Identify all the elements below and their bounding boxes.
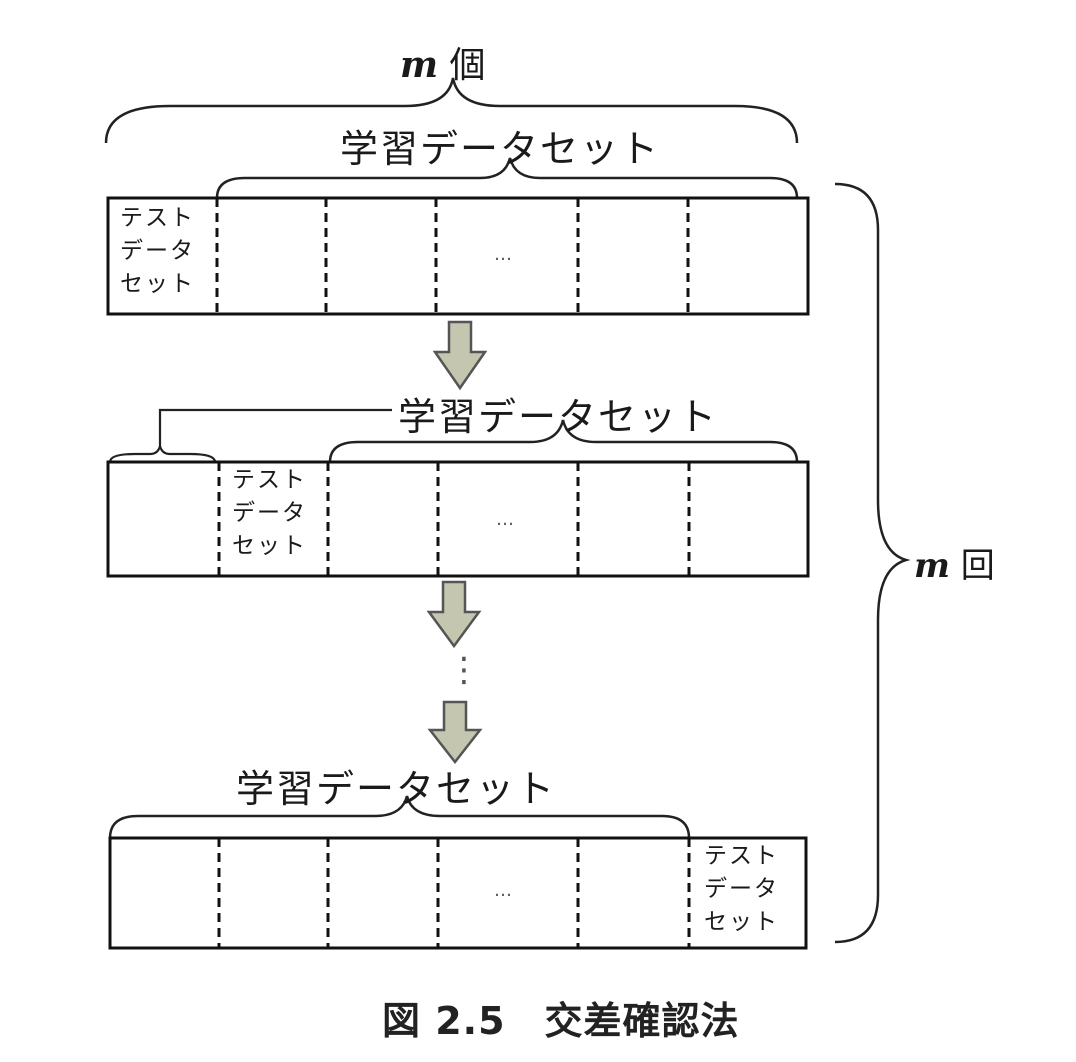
m-count-label: m 個 (400, 36, 486, 88)
row3-box (108, 836, 808, 950)
down-arrow (427, 700, 483, 765)
row2-ellipsis: … (496, 509, 515, 530)
row1-ellipsis: … (494, 244, 513, 265)
down-arrow (432, 320, 488, 391)
down-arrow (426, 580, 482, 649)
count-unit: 個 (449, 45, 486, 86)
row1-training-label: 学習データセット (340, 127, 661, 171)
row3-ellipsis: … (494, 880, 513, 901)
figure-caption: 図 2.5 交差確認法 (382, 999, 740, 1043)
m-variable: m (400, 44, 439, 86)
row1-train-brace (215, 157, 799, 199)
right-brace (834, 182, 911, 944)
row3-test-label: テスト データ セット (704, 843, 779, 935)
row2-test-label: テスト データ セット (232, 467, 307, 559)
row1-test-label: テスト データ セット (120, 205, 195, 297)
row2-box (106, 460, 810, 578)
row2-small-brace (108, 445, 217, 463)
top-brace (104, 77, 799, 144)
row2-train-brace (328, 419, 799, 463)
row2-leader-line (158, 408, 392, 446)
m-variable: m (914, 546, 950, 586)
m-repeat-label: m 回 (914, 538, 995, 587)
row3-training-label: 学習データセット (236, 767, 557, 811)
row3-train-brace (108, 795, 691, 839)
repeat-unit: 回 (960, 546, 995, 586)
row2-training-label: 学習データセット (398, 395, 719, 439)
vertical-ellipsis: ⋮ (447, 650, 481, 690)
row1-box (106, 196, 810, 316)
